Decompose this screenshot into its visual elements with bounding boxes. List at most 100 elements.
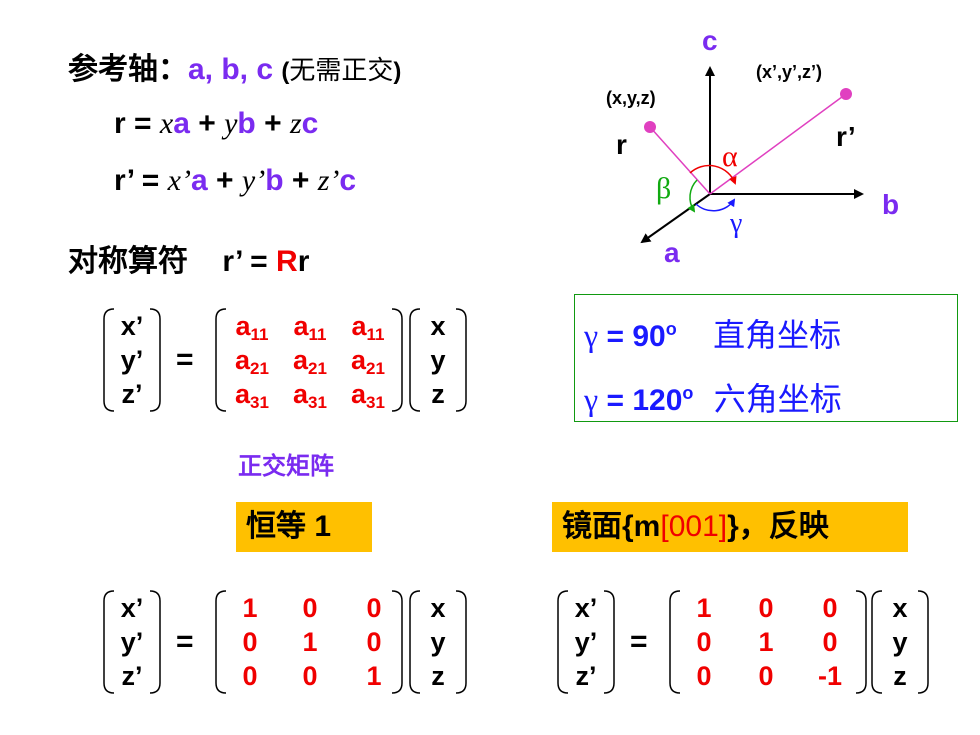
coord2-name: 六角坐标 <box>713 381 842 417</box>
id-cell-3-3: 1 <box>366 661 382 691</box>
mirror-title: 镜面{m[001]}，反映 <box>552 502 908 552</box>
gen-cell-1-1: a11 <box>235 311 269 344</box>
id-equals-sign: = <box>176 625 194 658</box>
eq2-a: a <box>190 164 208 197</box>
mir-cell-2-1: 0 <box>696 627 712 657</box>
id-cell-2-3: 0 <box>366 627 382 657</box>
gen-rhs-z: z <box>431 379 445 409</box>
mir-cell-3-2: 0 <box>758 661 774 691</box>
mirror-title-index: [001] <box>660 510 728 543</box>
gen-cell-2-2: a21 <box>293 345 327 378</box>
coord-line-orthogonal: γ = 90o 直角坐标 <box>584 310 841 356</box>
gen-lhs-x: x’ <box>120 311 144 341</box>
id-rhs-y: y <box>430 627 446 657</box>
symmetry-lhs: r’ = <box>222 245 277 278</box>
mir-cell-2-3: 0 <box>822 627 838 657</box>
point-xyz <box>644 121 656 133</box>
transformed-vector-equation: r’ = x’a + y’b + z’c <box>114 164 356 198</box>
coord1-name: 直角坐标 <box>713 317 842 353</box>
gamma-arc <box>695 198 736 212</box>
eq1-b: b <box>237 107 256 140</box>
axes-note-text: 无需正交 <box>289 56 394 85</box>
mirror-title-post: }，反映 <box>727 510 829 543</box>
mir-equals-sign: = <box>630 625 648 658</box>
eq1-plus2: + <box>255 107 290 140</box>
gen-cell-3-2: a31 <box>293 379 327 412</box>
eq1-lhs: r = <box>114 107 160 140</box>
symmetry-label: 对称算符 <box>68 245 188 278</box>
point-xyz-label: (x,y,z) <box>606 88 656 108</box>
gen-lhs-y: y’ <box>120 345 144 375</box>
mir-cell-1-1: 1 <box>696 593 712 623</box>
eq1-a: a <box>173 107 190 140</box>
id-cell-1-1: 1 <box>242 593 258 623</box>
coord1-gamma: γ <box>584 317 599 353</box>
vector-r-label: r <box>616 129 627 160</box>
id-rhs-z: z <box>431 661 445 691</box>
gen-cell-1-3: a11 <box>351 311 385 344</box>
id-cell-3-1: 0 <box>242 661 258 691</box>
axes-diagram: c b a (x,y,z) (x’,y’,z’) r r’ α β γ <box>606 28 899 268</box>
identity-title: 恒等 1 <box>236 502 372 552</box>
mir-rhs-y: y <box>892 627 908 657</box>
axis-a-label: a <box>664 237 680 268</box>
eq2-y: y’ <box>241 164 266 197</box>
mir-cell-1-2: 0 <box>758 593 774 623</box>
mirror-matrix-equation: x’ y’ z’ = 1 0 0 0 1 0 0 0 -1 x y z <box>556 587 936 697</box>
eq2-z: z’ <box>317 164 340 197</box>
axes-label: 参考轴： <box>68 53 188 86</box>
coordinate-system-box <box>574 294 958 422</box>
eq2-plus2: + <box>283 164 318 197</box>
axes-note-open: ( <box>281 58 290 85</box>
gen-rhs-y: y <box>430 345 446 375</box>
id-cell-2-1: 0 <box>242 627 258 657</box>
coord2-value: = 120 <box>606 384 683 417</box>
id-rhs-x: x <box>430 593 446 623</box>
mir-rhs-z: z <box>893 661 907 691</box>
gen-equals-sign: = <box>176 343 194 376</box>
mirror-title-pre: 镜面{m <box>562 510 661 543</box>
mir-lhs-x: x’ <box>574 593 598 623</box>
axis-c-label: c <box>702 28 718 56</box>
coord1-value: = 90 <box>606 320 666 353</box>
mir-lhs-y: y’ <box>574 627 598 657</box>
mir-lhs-z: z’ <box>575 661 597 691</box>
id-cell-2-2: 1 <box>302 627 318 657</box>
vector-r-prime-label: r’ <box>836 121 856 152</box>
mirror-matrix-brackets <box>557 590 929 694</box>
eq2-c: c <box>339 164 357 197</box>
id-cell-1-3: 0 <box>366 593 382 623</box>
coord-line-hexagonal: γ = 120o 六角坐标 <box>584 374 842 420</box>
position-vector-equation: r = xa + yb + zc <box>114 107 318 141</box>
axes-note-close: ) <box>393 58 402 85</box>
eq2-plus1: + <box>207 164 242 197</box>
identity-matrix-equation: x’ y’ z’ = 1 0 0 0 1 0 0 0 1 x y z <box>102 587 482 697</box>
gen-cell-3-3: a31 <box>351 379 385 412</box>
axes-note: (无需正交) <box>281 56 402 85</box>
axes-vars: a, b, c <box>188 53 274 86</box>
coord1-degree: o <box>665 319 677 339</box>
symmetry-r: r <box>297 245 310 278</box>
gen-cell-1-2: a11 <box>293 311 327 344</box>
coord2-degree: o <box>682 383 694 403</box>
beta-label: β <box>656 172 671 205</box>
beta-arc <box>687 179 698 213</box>
alpha-arc <box>689 164 737 185</box>
mir-cell-1-3: 0 <box>822 593 838 623</box>
general-matrix-brackets <box>103 308 467 412</box>
id-cell-1-2: 0 <box>302 593 318 623</box>
vector-r-line <box>649 126 711 195</box>
alpha-label: α <box>722 140 738 173</box>
id-lhs-y: y’ <box>120 627 144 657</box>
eq1-c: c <box>301 107 319 140</box>
eq1-plus1: + <box>189 107 225 140</box>
eq2-b: b <box>265 164 284 197</box>
id-lhs-z: z’ <box>121 661 143 691</box>
general-transform-matrix-equation: x’ y’ z’ = a11 a11 a11 a21 a21 a21 a31 a… <box>102 305 482 415</box>
gamma-label: γ <box>729 208 742 239</box>
coord2-gamma: γ <box>584 381 599 417</box>
id-lhs-x: x’ <box>120 593 144 623</box>
gen-cell-2-1: a21 <box>235 345 269 378</box>
gen-cell-2-3: a21 <box>351 345 385 378</box>
identity-matrix-brackets <box>103 590 467 694</box>
